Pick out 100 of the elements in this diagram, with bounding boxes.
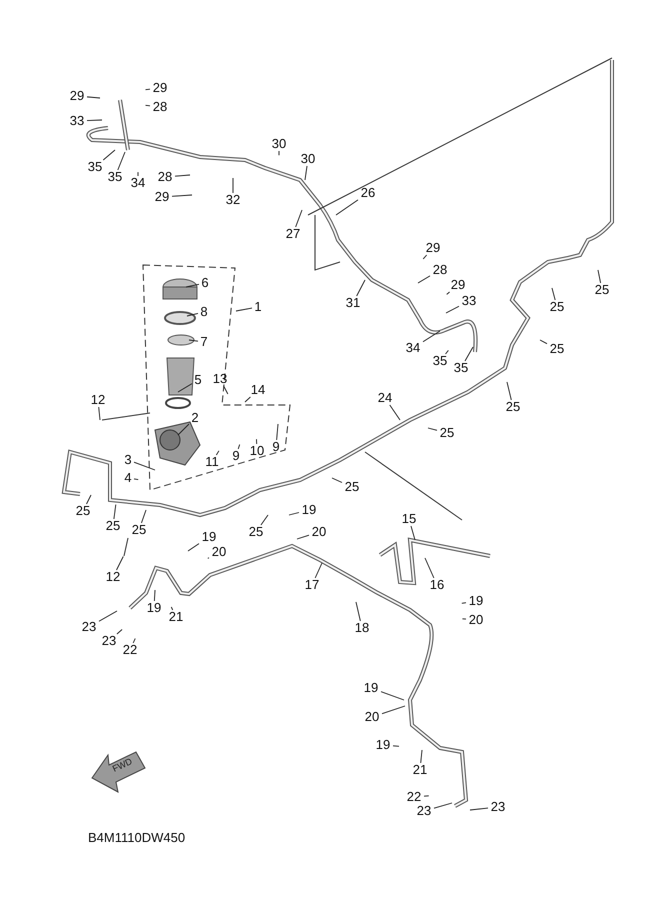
leader-line [356,280,366,296]
callout-number: 25 [129,523,149,537]
leader-line [232,178,234,194]
leader-line [434,802,452,809]
callout-number: 35 [430,354,450,368]
callout-number: 6 [199,276,211,290]
callout-number: 19 [361,681,381,695]
leader-line [314,562,322,578]
leader-line [98,610,118,622]
leader-line [141,510,146,524]
callout-number: 32 [223,193,243,207]
callout-number: 28 [150,100,170,114]
callout-number: 19 [299,503,319,517]
leader-line [288,512,300,516]
callout-number: 15 [399,512,419,526]
leader-line [116,556,124,570]
leader-line [116,629,123,634]
leader-line [276,424,278,440]
callout-number: 25 [437,426,457,440]
callout-number: 29 [150,81,170,95]
callout-number: 18 [352,621,372,635]
callout-number: 11 [202,455,222,469]
callout-number: 9 [270,440,282,454]
leader-line [188,340,198,342]
callout-number: 28 [430,263,450,277]
callout-number: 9 [230,449,242,463]
callout-number: 2 [189,411,201,425]
callout-number: 29 [423,241,443,255]
leader-line [188,543,200,552]
leader-line [296,534,310,540]
callout-number: 33 [67,114,87,128]
leader-line [86,96,100,98]
leader-line [98,406,100,420]
callout-number: 24 [375,391,395,405]
callout-number: 31 [343,296,363,310]
callout-number: 7 [198,335,210,349]
callout-number: 25 [342,480,362,494]
leader-line [392,745,400,747]
callout-number: 35 [85,160,105,174]
leader-line [132,638,136,644]
leader-line [186,312,198,316]
callout-number: 34 [128,176,148,190]
callout-number: 25 [503,400,523,414]
leader-line [216,450,220,456]
leader-line [540,340,548,344]
leader-line [336,199,358,216]
leader-line [172,194,192,197]
leader-line [145,104,150,106]
leader-line [295,210,302,228]
leader-line [446,306,460,314]
callout-number: 23 [488,800,508,814]
callout-number: 20 [209,545,229,559]
leader-line [410,526,416,540]
callout-number: 20 [309,525,329,539]
leader-line [422,330,440,342]
callout-number: 22 [404,790,424,804]
leader-line [256,438,258,444]
leader-line [113,504,116,520]
leader-line [178,383,192,392]
leader-line [428,428,438,431]
callout-number: 16 [427,578,447,592]
callout-number: 33 [459,294,479,308]
leader-line [389,404,400,420]
callout-number: 25 [547,342,567,356]
leader-line [506,382,512,400]
callout-number: 23 [99,634,119,648]
leader-line [445,350,449,354]
leader-line [134,478,139,480]
callout-number: 25 [547,300,567,314]
callout-number: 23 [414,804,434,818]
direction-label: FWD [110,756,134,774]
callout-number: 19 [144,601,164,615]
leader-line [236,308,252,312]
callout-number: 26 [358,186,378,200]
callout-number: 23 [79,620,99,634]
leader-line [174,174,190,177]
callout-number: 20 [466,613,486,627]
callout-number: 25 [246,525,266,539]
callout-number: 13 [210,372,230,386]
callout-number: 29 [448,278,468,292]
leader-line [86,120,102,122]
callout-number: 12 [103,570,123,584]
leader-line [102,150,116,160]
leader-line [382,706,406,714]
callout-number: 29 [67,89,87,103]
callout-number: 19 [199,530,219,544]
callout-number: 21 [410,763,430,777]
leader-line [304,166,308,180]
callout-number: 17 [302,578,322,592]
callout-number: 35 [105,170,125,184]
leader-line [418,275,430,284]
leader-line [207,557,210,559]
callout-number: 30 [298,152,318,166]
leader-line [420,750,422,764]
callout-number: 34 [403,341,423,355]
leader-line [244,396,251,402]
callout-number: 20 [362,710,382,724]
leader-line [598,270,602,284]
callout-number: 28 [155,170,175,184]
leader-line [134,462,156,470]
